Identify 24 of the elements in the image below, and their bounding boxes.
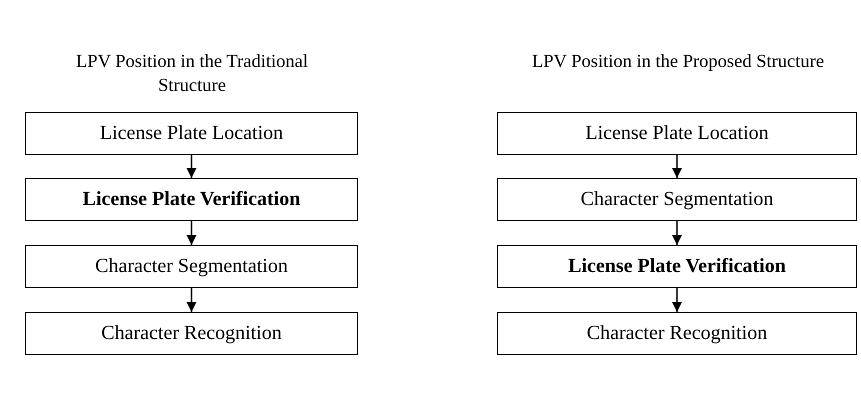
step-label: License Plate Location [100,122,284,145]
step-label: License Plate Location [585,122,769,145]
process-box [25,178,358,221]
column-heading: LPV Position in the Traditional Structure [75,51,309,98]
process-box [497,312,857,355]
arrow [672,288,682,312]
step-label: License Plate Verification [82,188,300,211]
step-label: Character Recognition [586,322,768,345]
step-label: Character Recognition [101,322,282,345]
step-label: License Plate Verification [568,255,786,278]
arrow [186,221,196,245]
arrow [672,155,682,178]
process-box [25,312,358,355]
process-box [497,112,857,155]
step-label: Character Segmentation [95,255,288,278]
process-box [497,178,857,221]
step-label: Character Segmentation [580,188,774,211]
process-box [25,112,358,155]
process-box [497,245,857,288]
arrow [672,221,682,245]
column-heading: LPV Position in the Proposed Structure [530,51,826,74]
arrow [186,155,196,178]
arrow [186,288,196,312]
process-box [25,245,358,288]
